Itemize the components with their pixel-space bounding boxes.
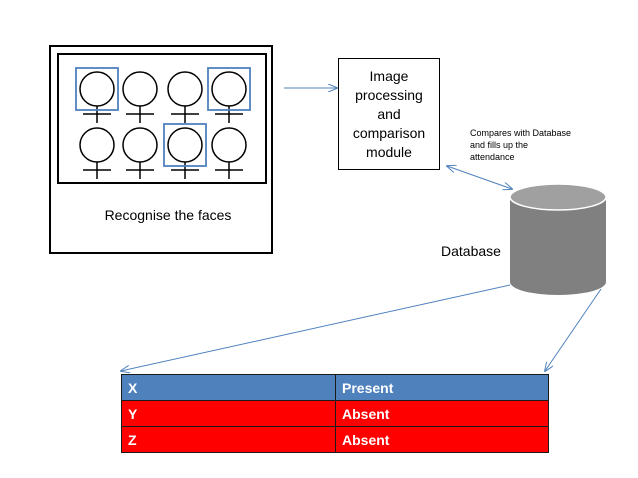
face-figure-icon <box>211 71 247 123</box>
face-figure-icon <box>167 71 203 123</box>
face-figure-icon <box>79 71 115 123</box>
attendance-status-cell: Absent <box>335 400 549 427</box>
arrow-module-database <box>447 166 512 189</box>
detection-box <box>207 67 251 111</box>
attendance-status-cell: Absent <box>335 426 549 453</box>
database-cylinder-icon <box>509 183 607 295</box>
face-figure-icon <box>211 127 247 179</box>
detection-box <box>75 67 119 111</box>
compare-note: Compares with Database and fills up the … <box>470 128 572 162</box>
detection-box <box>163 123 207 167</box>
attendance-status-cell: Present <box>335 374 549 401</box>
processing-module-label: Image processing and comparison module <box>352 67 426 160</box>
attendance-name-cell: Z <box>121 426 336 453</box>
arrow-database-to-table-right <box>545 288 602 371</box>
arrow-database-to-table-left <box>121 284 511 371</box>
camera-caption: Recognise the faces <box>104 207 232 223</box>
face-figure-icon <box>79 127 115 179</box>
faces-panel <box>57 53 267 184</box>
attendance-name-cell: Y <box>121 400 336 427</box>
database-label: Database <box>441 243 501 259</box>
camera-frame <box>49 45 273 254</box>
faces-group <box>75 67 251 179</box>
processing-module-box: Image processing and comparison module <box>338 58 440 170</box>
face-figure-icon <box>167 127 203 179</box>
face-figure-icon <box>122 127 158 179</box>
attendance-name-cell: X <box>121 374 336 401</box>
face-figure-icon <box>122 71 158 123</box>
